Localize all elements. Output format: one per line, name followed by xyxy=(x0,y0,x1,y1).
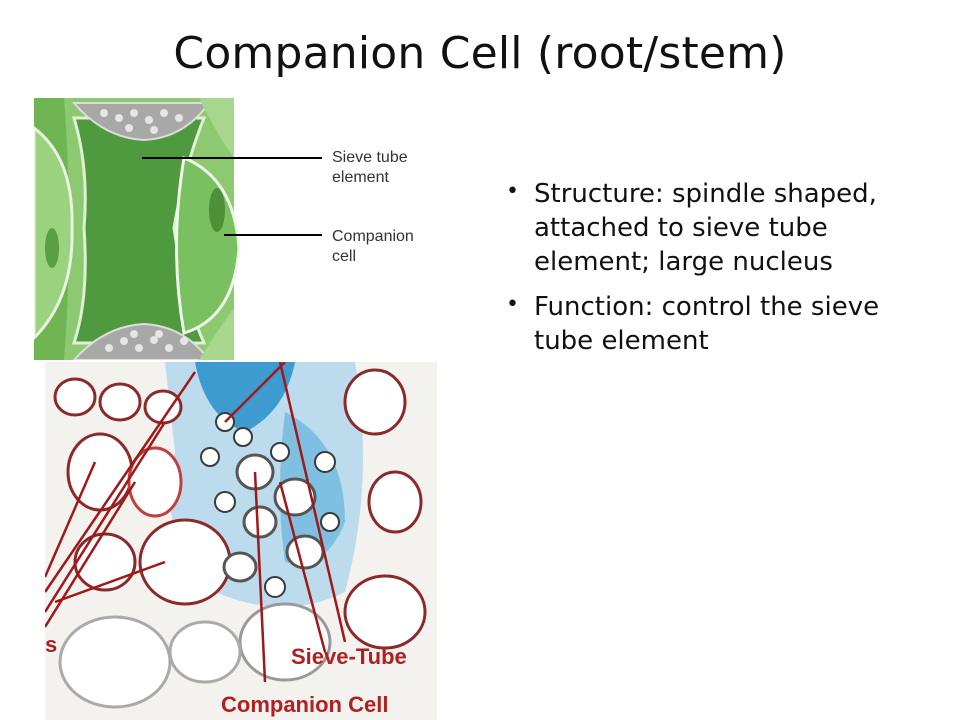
micrograph-label-partial: s xyxy=(45,632,57,657)
micrograph-label-sieve-tube: Sieve-Tube xyxy=(291,644,407,669)
bullet-dot: • xyxy=(506,292,519,318)
bullet-text-function: Function: control the sieve tube element xyxy=(534,292,880,357)
micrograph-label-companion-cell: Companion Cell xyxy=(221,692,388,717)
sieve-tube-diagram: Sieve tube element Companion cell xyxy=(34,98,414,360)
bullet-function: • Function: control the sieve tube eleme… xyxy=(500,291,930,359)
bullet-text-structure: Structure: spindle shaped, attached to s… xyxy=(534,179,877,277)
label-sieve-tube-line1: Sieve tube xyxy=(332,149,408,166)
slide-title: Companion Cell (root/stem) xyxy=(173,28,787,79)
bullet-dot: • xyxy=(506,179,519,204)
label-companion-line2: cell xyxy=(332,248,356,265)
phloem-micrograph: s Sieve-Tube Companion Cell xyxy=(45,362,437,720)
label-companion-line1: Companion xyxy=(332,228,414,245)
bullet-structure: • Structure: spindle shaped, attached to… xyxy=(500,178,930,279)
bullet-list: • Structure: spindle shaped, attached to… xyxy=(500,178,930,371)
label-sieve-tube-line2: element xyxy=(332,169,389,186)
